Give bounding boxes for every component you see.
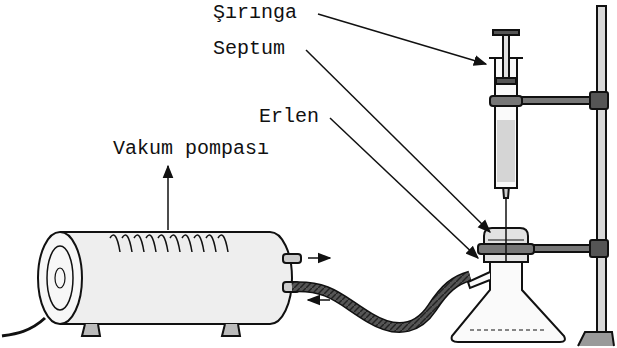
erlenmeyer-flask: [452, 258, 565, 342]
pump-winding: [218, 235, 228, 252]
leader-line: [167, 166, 169, 230]
leader-line: [306, 50, 490, 232]
part-label-box: Şırınga: [212, 2, 298, 24]
part-label: Septum: [212, 37, 286, 60]
part-label-box: Vakum pompası: [112, 138, 270, 160]
vacuum-pump: [2, 232, 301, 336]
syringe: [489, 30, 523, 262]
part-label: Vakum pompası: [112, 137, 270, 160]
vacuum-hose: [292, 276, 470, 327]
pump-winding: [194, 235, 204, 252]
pump-winding: [146, 235, 156, 252]
leader-lines: [168, 14, 490, 258]
pump-winding: [170, 235, 180, 252]
flask-clamp: [478, 240, 608, 257]
part-label: Şırınga: [212, 1, 298, 24]
pump-winding: [134, 235, 144, 252]
pump-winding: [122, 235, 132, 252]
stand: [578, 6, 614, 346]
syringe-clamp: [490, 92, 608, 109]
leader-line: [318, 14, 486, 64]
part-label: Erlen: [258, 105, 320, 128]
vacuum-hose: [292, 276, 470, 327]
part-label-box: Septum: [212, 38, 286, 60]
pump-winding: [206, 235, 216, 252]
part-label-box: Erlen: [258, 106, 320, 128]
pump-winding: [182, 235, 192, 252]
pump-winding: [158, 235, 168, 252]
pump-winding: [110, 235, 120, 252]
leader-line: [330, 118, 478, 258]
